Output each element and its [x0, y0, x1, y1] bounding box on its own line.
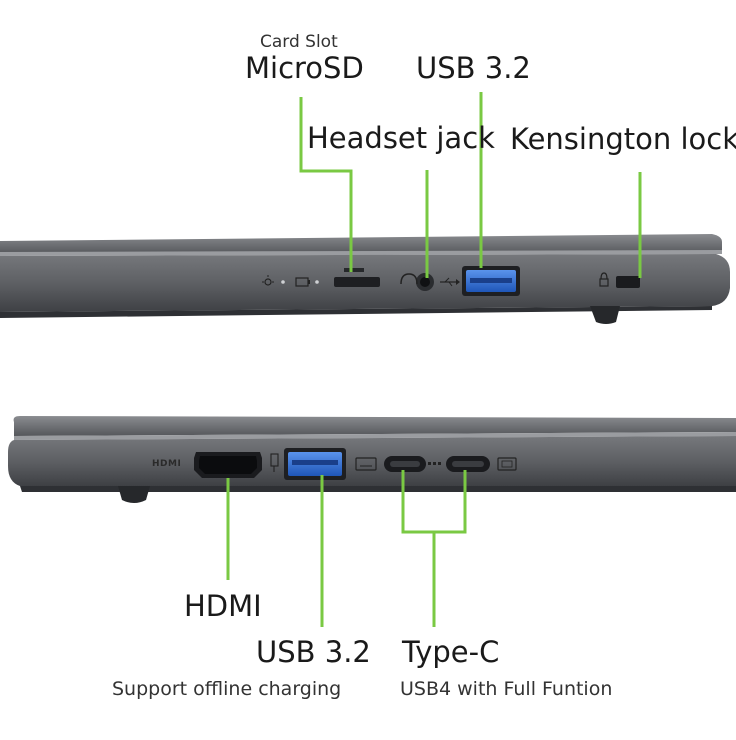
microsd-label: MicroSD [245, 51, 364, 85]
usb4-mark-icon [428, 462, 441, 465]
kensington-lock-label: Kensington lock [510, 122, 736, 156]
usb-a-port-bottom [284, 448, 346, 480]
kensington-lock-slot [599, 272, 640, 288]
usb-symbol-icon [440, 277, 460, 287]
headset-jack-port [400, 273, 434, 291]
microsd-slot [334, 268, 380, 287]
bottom-laptop-side [8, 416, 736, 503]
bottom-lid [13, 416, 736, 436]
usb-a-port-top [462, 266, 520, 296]
status-light-icon [262, 275, 285, 286]
display-icon [497, 457, 517, 471]
type-c-label: Type-C [402, 635, 500, 669]
top-lid [0, 234, 722, 254]
lock-icon [599, 272, 609, 287]
hdmi-port [194, 452, 262, 478]
usb-bottom-note: Support offline charging [112, 678, 342, 700]
headset-icon [400, 273, 418, 285]
type-c-port-1 [384, 456, 426, 472]
bottom-foot [118, 486, 150, 503]
displayport-icon [355, 457, 377, 471]
top-ports [262, 266, 640, 296]
callout-microsd [299, 97, 353, 272]
battery-light-icon [295, 277, 319, 287]
bottom-ports [194, 448, 517, 480]
charge-icon [270, 453, 279, 472]
headset-jack-label: Headset jack [307, 121, 495, 155]
usb-top-label: USB 3.2 [416, 51, 531, 85]
hdmi-mark: HDMI [152, 459, 182, 469]
hdmi-label: HDMI [184, 589, 262, 623]
top-foot [590, 306, 620, 324]
card-slot-caption: Card Slot [260, 32, 338, 52]
type-c-port-2 [446, 456, 490, 472]
usb-bottom-label: USB 3.2 [256, 635, 371, 669]
bottom-base [8, 436, 736, 486]
callout-lines [226, 92, 642, 627]
type-c-note: USB4 with Full Funtion [400, 678, 613, 700]
